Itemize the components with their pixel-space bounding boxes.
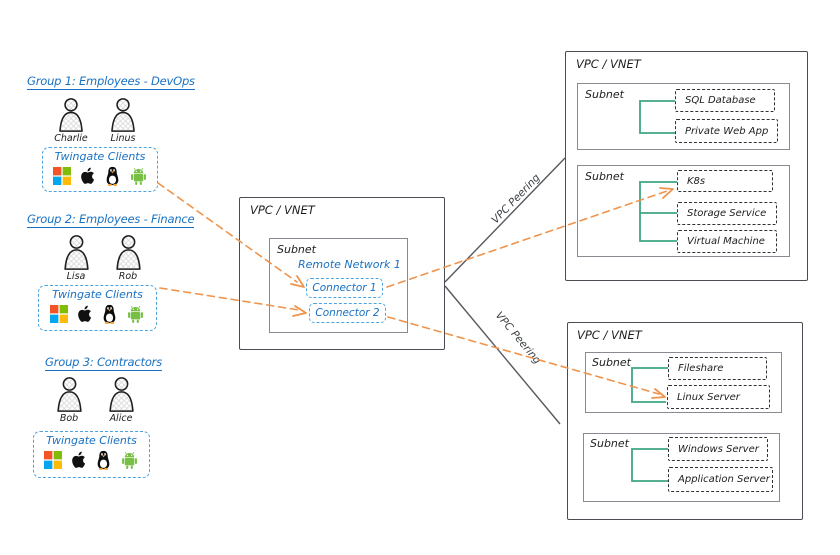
subnet-label: Subnet bbox=[590, 437, 629, 450]
subnet-box bbox=[577, 83, 790, 150]
resource-private-web-app: Private Web App bbox=[675, 119, 778, 143]
twingate-clients-box-2: Twingate Clients bbox=[38, 285, 157, 331]
resource-virtual-machine: Virtual Machine bbox=[677, 230, 777, 253]
resource-linux-server: Linux Server bbox=[667, 385, 770, 409]
linux-icon bbox=[101, 304, 118, 324]
user-rob: Rob bbox=[105, 235, 151, 282]
apple-icon bbox=[76, 304, 93, 324]
windows-icon bbox=[44, 451, 62, 469]
twingate-clients-label: Twingate Clients bbox=[54, 150, 146, 163]
group-1-title: Group 1: Employees - DevOps bbox=[27, 74, 195, 90]
vpc-box bbox=[567, 322, 803, 520]
user-charlie: Charlie bbox=[48, 98, 94, 144]
android-icon bbox=[126, 305, 145, 324]
person-name: Bob bbox=[59, 413, 79, 424]
vpc-peering-line-top bbox=[444, 157, 566, 283]
person-icon bbox=[107, 98, 139, 132]
linux-icon bbox=[104, 166, 121, 186]
vpc-label: VPC / VNET bbox=[250, 203, 315, 217]
twingate-clients-box-1: Twingate Clients bbox=[42, 147, 158, 192]
vpc-peering-label-top: VPC Peering bbox=[489, 171, 543, 227]
android-icon bbox=[129, 167, 148, 186]
resource-k8s: K8s bbox=[677, 170, 773, 192]
user-bob: Bob bbox=[46, 377, 92, 424]
person-name: Alice bbox=[109, 413, 133, 424]
subnet-label: Subnet bbox=[585, 170, 624, 183]
group-3-title: Group 3: Contractors bbox=[45, 355, 162, 371]
vpc-label: VPC / VNET bbox=[577, 328, 642, 342]
twingate-clients-label: Twingate Clients bbox=[46, 434, 137, 447]
twingate-clients-label: Twingate Clients bbox=[52, 288, 143, 301]
person-name: Linus bbox=[110, 133, 136, 144]
resource-windows-server: Windows Server bbox=[668, 437, 768, 461]
resource-application-server: Application Server bbox=[668, 467, 773, 492]
vpc-peering-line-bottom bbox=[444, 285, 561, 425]
connector-1: Connector 1 bbox=[306, 278, 383, 298]
person-icon bbox=[53, 377, 86, 412]
subnet-label: Subnet bbox=[592, 356, 631, 369]
person-name: Charlie bbox=[54, 133, 88, 144]
connector-2: Connector 2 bbox=[309, 303, 386, 323]
person-icon bbox=[105, 377, 138, 412]
person-icon bbox=[55, 98, 87, 132]
resource-sql-database: SQL Database bbox=[675, 89, 775, 112]
person-name: Lisa bbox=[66, 271, 86, 282]
subnet-label: Subnet bbox=[277, 243, 316, 256]
apple-icon bbox=[70, 450, 87, 470]
user-lisa: Lisa bbox=[53, 235, 99, 282]
linux-icon bbox=[95, 450, 112, 470]
user-linus: Linus bbox=[100, 98, 146, 144]
twingate-clients-box-3: Twingate Clients bbox=[33, 431, 150, 478]
vpc-label: VPC / VNET bbox=[576, 57, 641, 71]
android-icon bbox=[120, 451, 139, 470]
resource-storage-service: Storage Service bbox=[677, 202, 777, 225]
subnet-label: Subnet bbox=[585, 88, 624, 101]
resource-fileshare: Fileshare bbox=[668, 357, 767, 380]
person-icon bbox=[112, 235, 145, 270]
person-icon bbox=[60, 235, 93, 270]
person-name: Rob bbox=[118, 271, 138, 282]
windows-icon bbox=[50, 305, 68, 323]
group-2-title: Group 2: Employees - Finance bbox=[27, 212, 195, 228]
subnet-box bbox=[583, 433, 780, 502]
windows-icon bbox=[52, 167, 71, 185]
apple-icon bbox=[79, 166, 96, 186]
remote-network-title: Remote Network 1 bbox=[298, 258, 401, 271]
user-alice: Alice bbox=[98, 377, 144, 424]
vpc-peering-label-bottom: VPC Peering bbox=[492, 309, 544, 367]
